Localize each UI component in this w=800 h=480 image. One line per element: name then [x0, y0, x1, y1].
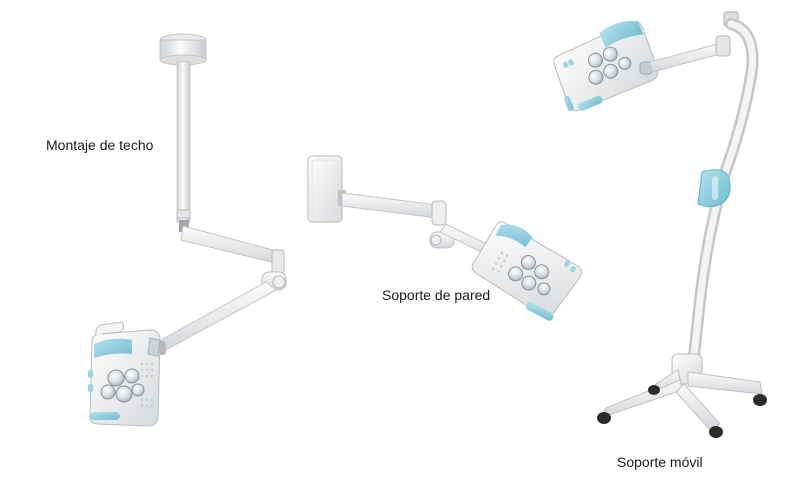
mobile-stand-lamp [553, 11, 767, 438]
ceiling-mount-caption: Montaje de techo [46, 137, 154, 153]
wall-mount-caption: Soporte de pared [382, 287, 491, 303]
ceiling-mount-lamp [88, 33, 287, 427]
mobile-stand-caption: Soporte móvil [617, 454, 703, 470]
wall-mount-lamp [307, 155, 582, 321]
